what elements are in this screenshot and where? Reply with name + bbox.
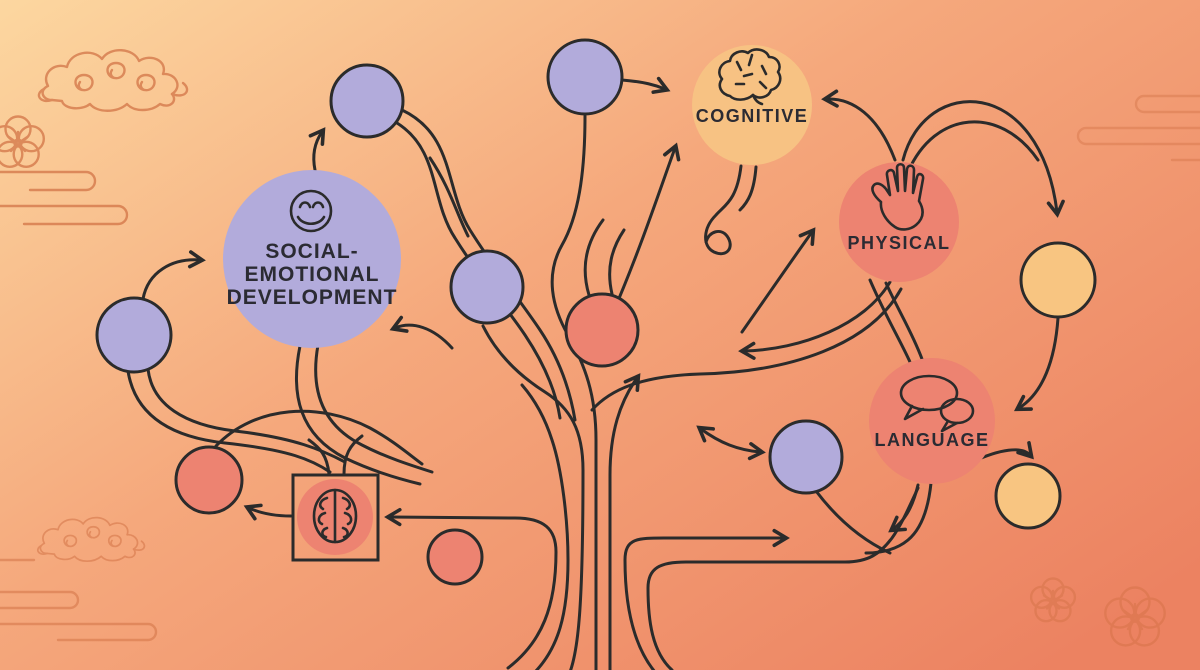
cloud-bands-icon xyxy=(0,558,158,642)
arrow-language-down-left xyxy=(888,483,920,533)
social-emotional-label-line2: EMOTIONAL xyxy=(245,263,380,286)
arc-physical-to-yellow xyxy=(901,100,1065,218)
arrow-se-to-top-left-circle xyxy=(308,127,326,172)
small-purple-circle-mid xyxy=(449,249,525,325)
double-headed-arrow xyxy=(696,425,766,461)
top-right-decorations xyxy=(1076,94,1200,162)
square-frame xyxy=(291,473,380,562)
social-emotional-label-line1: SOCIAL- xyxy=(265,240,358,263)
arrow-yellow-to-language xyxy=(1013,316,1060,412)
arrow-right-to-cognitive xyxy=(821,89,897,162)
small-yellow-circle-right xyxy=(1019,241,1097,319)
smiley-face-icon xyxy=(289,189,333,233)
swirl-cloud-icon xyxy=(37,49,189,112)
arrow-to-se-from-left xyxy=(141,250,206,301)
bottom-left-decorations xyxy=(0,516,158,642)
open-hand-icon xyxy=(871,162,925,231)
swoop-left-arrow xyxy=(738,280,892,360)
small-salmon-circle-bottom xyxy=(426,528,484,586)
cloud-bands-icon xyxy=(1076,94,1200,162)
social-emotional-label-line3: DEVELOPMENT xyxy=(227,286,398,309)
brain-side-icon xyxy=(718,48,782,106)
cognitive-circle xyxy=(692,45,812,165)
small-purple-circle-top-mid xyxy=(546,38,624,116)
arrow-up-to-cognitive xyxy=(610,142,681,317)
node-cognitive: COGNITIVE xyxy=(692,45,812,165)
language-label: LANGUAGE xyxy=(875,430,990,450)
social-emotional-circle xyxy=(223,170,401,348)
framed-brain-node xyxy=(291,473,380,562)
branch-right-arrow xyxy=(623,528,790,670)
plum-blossom-small-icon xyxy=(1029,577,1077,623)
cognitive-label: COGNITIVE xyxy=(696,106,809,126)
plum-blossom-large-icon xyxy=(1104,586,1166,647)
arrow-up-to-physical xyxy=(740,227,816,334)
branch-to-framed-node-arrow xyxy=(384,507,558,670)
arrow-framed-to-salmon xyxy=(243,503,293,521)
node-language: LANGUAGE xyxy=(869,358,995,484)
satellite-circles xyxy=(95,38,1097,586)
small-salmon-circle-left xyxy=(174,445,244,515)
speech-bubbles-icon xyxy=(899,374,975,433)
small-salmon-circle-mid xyxy=(564,292,640,368)
plum-blossom-icon xyxy=(0,115,45,169)
branch-up-arrow xyxy=(608,373,641,670)
small-purple-circle-left xyxy=(95,296,173,374)
swirl-cloud-icon xyxy=(36,516,146,563)
small-yellow-circle-bottom-right xyxy=(994,462,1062,530)
bottom-right-decorations xyxy=(1029,577,1166,647)
physical-label: PHYSICAL xyxy=(847,233,950,253)
physical-circle xyxy=(839,162,959,282)
branch-to-top-purple xyxy=(550,114,598,670)
arrow-to-se-from-mid xyxy=(389,315,454,350)
cloud-bands-icon xyxy=(0,170,129,226)
node-social-emotional-development: SOCIAL- EMOTIONAL DEVELOPMENT xyxy=(223,170,401,348)
small-purple-circle-right xyxy=(768,419,844,495)
node-physical: PHYSICAL xyxy=(839,162,959,282)
branch-to-mid-purple xyxy=(481,324,585,670)
arrow-top-purple-to-cognitive xyxy=(620,76,671,94)
tendril-curl xyxy=(704,164,743,256)
brain-top-icon xyxy=(312,488,358,544)
small-purple-circle-top-left xyxy=(329,63,405,139)
top-left-decorations xyxy=(0,49,189,226)
